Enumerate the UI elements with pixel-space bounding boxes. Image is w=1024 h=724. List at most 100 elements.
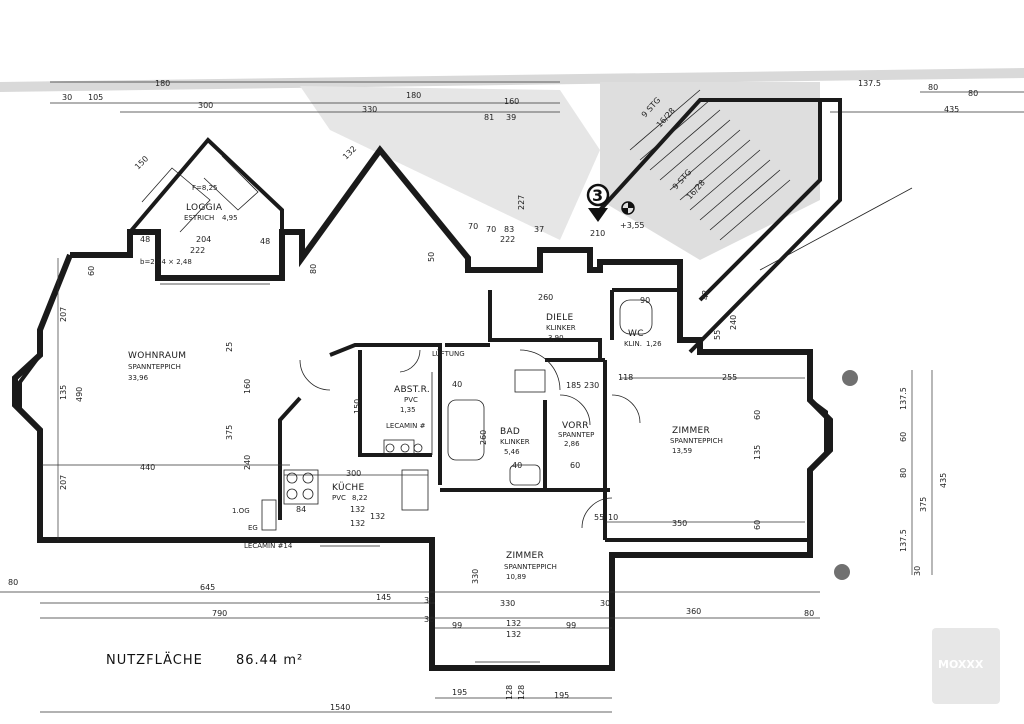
binder-hole-2 (834, 564, 850, 580)
dim-inner-55b: 55 (594, 513, 604, 522)
usable-area: NUTZFLÄCHE 86.44 m² (106, 652, 302, 668)
dim-bottom-790: 790 (212, 609, 227, 618)
dim-top-11: 80 (928, 83, 938, 92)
room-zimmer1-area: 13,59 (672, 447, 692, 455)
room-bad-floor: KLINKER (500, 438, 530, 446)
walls-outer (12, 137, 833, 671)
dim-inner-132a: 132 (350, 505, 365, 514)
room-diele-area: 3,90 (548, 334, 564, 342)
room-zimmer2-floor: SPANNTEPPICH (504, 563, 557, 571)
dim-inner-48a: 48 (140, 235, 150, 244)
dim-inner-80: 80 (309, 264, 318, 274)
dim-inner-40: 40 (452, 380, 462, 389)
room-vorr-floor: SPANNTEP (558, 431, 594, 439)
room-abstr-name: ABST.R. (394, 385, 430, 395)
dim-inner-260b: 260 (479, 430, 488, 445)
dim-inner-1195: 60 (753, 520, 762, 530)
dim-top-13: 435 (944, 105, 959, 114)
room-zimmer2-area: 10,89 (506, 573, 526, 581)
room-abstr-area: 1,35 (400, 406, 416, 414)
dim-top-3: 300 (198, 101, 213, 110)
dim-inner-132c: 132 (370, 512, 385, 521)
dim-top-5: 330 (362, 105, 377, 114)
dim-left-135: 135 (59, 385, 68, 400)
dim-bottom-195b: 195 (554, 691, 569, 700)
dim-inner-70b: 70 (486, 225, 496, 234)
dim-inner-300: 300 (346, 469, 361, 478)
dim-left-60: 60 (87, 266, 96, 276)
room-wc-name: WC (628, 329, 644, 339)
dim-right-1375b: 137.5 (899, 529, 908, 552)
dim-inner-83: 83 (504, 225, 514, 234)
dim-inner-330: 330 (471, 569, 480, 584)
room-kueche-name: KÜCHE (332, 482, 365, 493)
dim-inner-160: 160 (243, 379, 252, 394)
dim-right-1375a: 137.5 (899, 387, 908, 410)
dim-inner-150b: 150 (353, 399, 362, 414)
binder-hole-1 (842, 370, 858, 386)
dim-top-8: 81 (484, 113, 494, 122)
room-loggia-area: 4,95 (222, 214, 238, 222)
top-dimension-chain: 30 105 300 180 330 180 160 81 39 137.5 8… (50, 79, 1024, 122)
scan-shadow-top (0, 68, 1024, 92)
dim-inner-132d: 132 (341, 144, 358, 161)
level-value: +3,55 (620, 221, 645, 230)
label-og: 1.OG (232, 507, 250, 515)
room-labels: LOGGIA ESTRICH 4,95 WOHNRAUM SPANNTEPPIC… (128, 184, 723, 581)
dim-inner-195: 60 (753, 410, 762, 420)
dim-inner-240: 240 (243, 455, 252, 470)
dim-inner-120: 40 (512, 461, 522, 470)
room-bad-area: 5,46 (504, 448, 520, 456)
dim-inner-48b: 48 (260, 237, 270, 246)
room-kueche-floor: PVC (332, 494, 346, 502)
dim-bottom-1540: 1540 (330, 703, 350, 712)
dim-left-490: 490 (75, 387, 84, 402)
dim-inner-375: 375 (225, 425, 234, 440)
dim-bottom-645: 645 (200, 583, 215, 592)
room-wohnraum-floor: SPANNTEPPICH (128, 363, 181, 371)
room-vorr-name: VORR (562, 421, 589, 431)
dim-top-4: 180 (155, 79, 170, 88)
left-dimensions: 207 490 135 207 60 (57, 258, 96, 540)
room-diele-name: DIELE (546, 313, 573, 323)
unit-number: 3 (592, 186, 603, 205)
dim-bottom-30a: 30 (424, 596, 434, 605)
handnote-2: b=2,04 × 2,48 (140, 258, 192, 266)
dim-bottom-30c: 30 (424, 615, 434, 624)
room-loggia-floor: ESTRICH (184, 214, 214, 222)
fixtures (160, 279, 653, 667)
dim-inner-90: 90 (640, 296, 650, 305)
room-wc-floor: KLIN. (624, 340, 642, 348)
dim-inner-260: 260 (538, 293, 553, 302)
dim-inner-222b: 222 (500, 235, 515, 244)
dim-bottom-195a: 195 (452, 688, 467, 697)
dim-inner-132b: 132 (350, 519, 365, 528)
dim-bottom-99a: 99 (452, 621, 462, 630)
dim-bottom-99b: 99 (566, 621, 576, 630)
nutzflaeche-label: NUTZFLÄCHE (106, 652, 203, 668)
dim-bottom-30b: 30 (600, 599, 610, 608)
dim-inner-70: 70 (468, 222, 478, 231)
handnote-1: F=8,25 (192, 184, 217, 192)
walls-inner (278, 288, 810, 542)
dim-inner-84: 84 (296, 505, 306, 514)
dim-left-207b: 207 (59, 475, 68, 490)
dim-top-9: 39 (506, 113, 516, 122)
dim-top-12: 80 (968, 89, 978, 98)
dim-inner-240b: 240 (729, 315, 738, 330)
room-wohnraum-area: 33,96 (128, 374, 149, 382)
dim-inner-10: 10 (608, 513, 618, 522)
dim-bottom-132b: 132 (506, 630, 521, 639)
room-wohnraum-name: WOHNRAUM (128, 351, 186, 361)
room-vorr-area: 2,86 (564, 440, 580, 448)
dim-inner-135: 135 (753, 445, 762, 460)
dim-inner-37: 37 (534, 225, 544, 234)
label-lecamin-2: LECAMIN # (386, 422, 426, 430)
room-loggia-name: LOGGIA (186, 203, 223, 213)
stairwell: 9 STG 16/28 9 STG 16/28 (598, 89, 913, 354)
dim-inner-25: 25 (225, 342, 234, 352)
dim-inner-50: 50 (427, 252, 436, 262)
dim-right-435: 435 (939, 473, 948, 488)
room-zimmer1-floor: SPANNTEPPICH (670, 437, 723, 445)
